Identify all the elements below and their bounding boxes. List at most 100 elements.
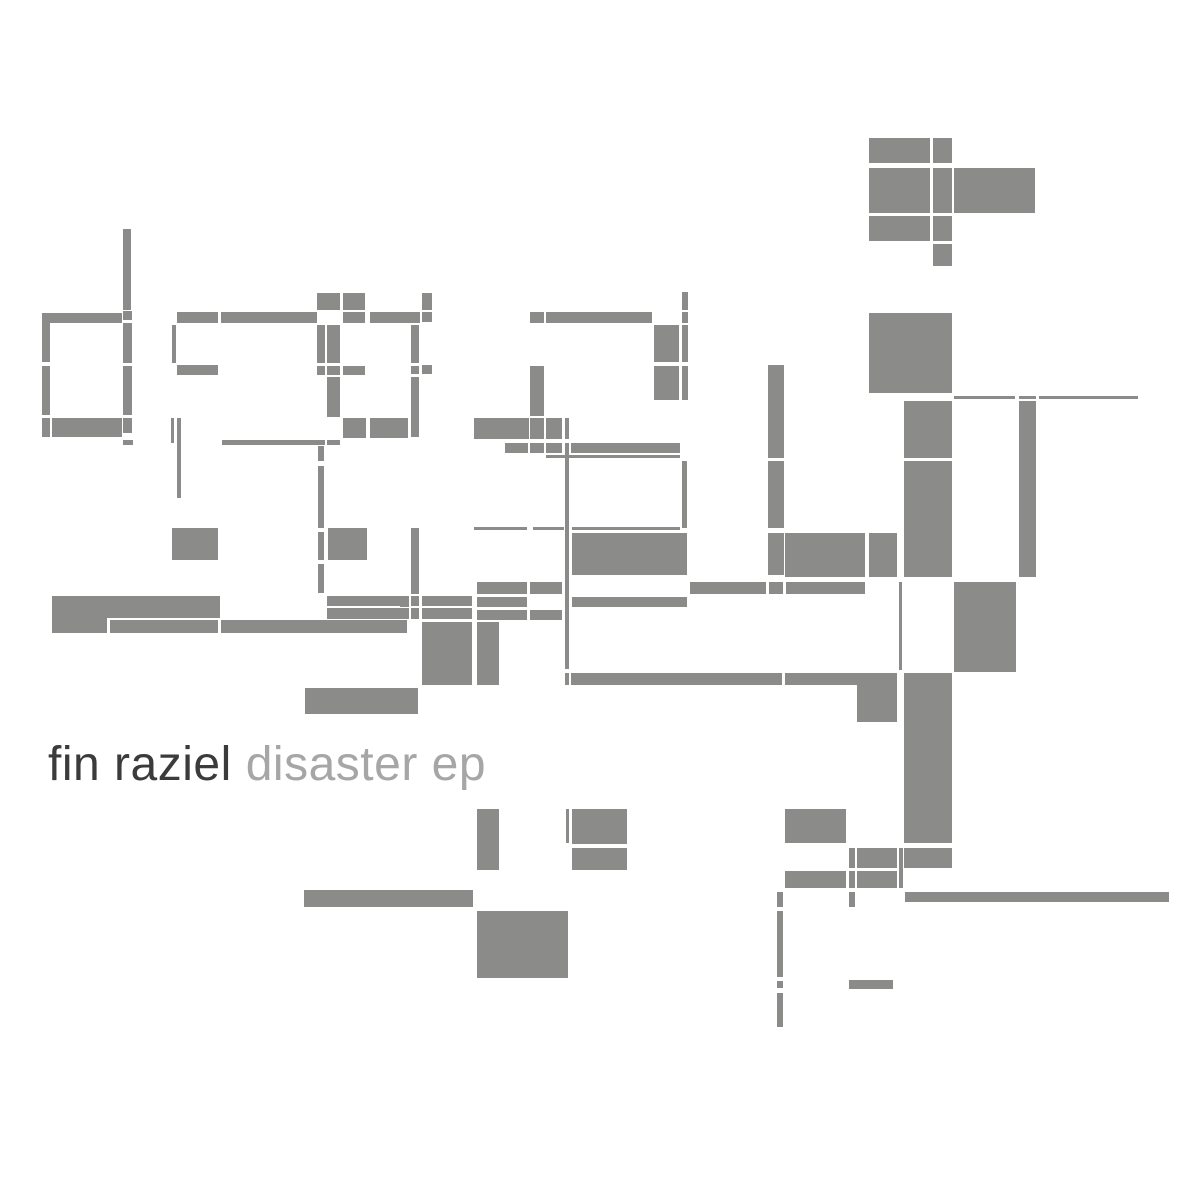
art-rect <box>785 533 865 577</box>
art-rect <box>327 608 409 619</box>
art-rect <box>317 293 340 310</box>
art-rect <box>343 293 365 310</box>
art-rect <box>422 293 432 310</box>
art-rect <box>849 980 893 989</box>
art-rect <box>768 365 784 458</box>
art-rect <box>477 809 499 870</box>
art-rect <box>327 377 340 417</box>
art-rect <box>572 597 687 607</box>
art-rect <box>411 325 419 363</box>
art-rect <box>42 418 50 437</box>
art-rect <box>318 532 324 560</box>
art-rect <box>221 620 407 633</box>
art-rect <box>869 533 897 577</box>
art-rect <box>400 597 409 607</box>
art-rect <box>785 673 897 685</box>
art-rect <box>411 596 419 606</box>
art-rect <box>42 366 50 415</box>
art-rect <box>869 138 930 163</box>
art-rect <box>318 466 324 528</box>
art-rect <box>505 443 528 453</box>
art-rect <box>572 848 627 870</box>
art-rect <box>857 848 897 868</box>
art-rect <box>654 325 679 362</box>
art-rect <box>777 911 783 977</box>
art-rect <box>777 981 783 988</box>
art-rect <box>530 312 544 323</box>
art-rect <box>566 809 569 843</box>
art-rect <box>110 620 218 633</box>
art-rect <box>904 848 952 868</box>
art-rect <box>171 418 174 443</box>
art-rect <box>42 323 50 362</box>
art-rect <box>690 582 766 594</box>
art-rect <box>572 809 627 844</box>
art-rect <box>933 168 952 213</box>
art-rect <box>571 443 680 453</box>
art-rect <box>343 312 365 323</box>
art-rect <box>869 216 930 241</box>
art-rect <box>954 582 1016 672</box>
art-rect <box>904 461 952 577</box>
art-rect <box>474 418 529 439</box>
art-rect <box>682 312 688 323</box>
art-rect <box>52 418 122 437</box>
art-rect <box>869 313 952 393</box>
art-rect <box>1019 396 1036 399</box>
art-rect <box>933 244 952 266</box>
art-rect <box>933 138 952 163</box>
art-rect <box>305 688 418 714</box>
art-rect <box>42 313 122 323</box>
art-rect <box>400 621 407 632</box>
art-rect <box>769 582 783 594</box>
art-rect <box>785 871 846 888</box>
art-rect <box>123 311 132 320</box>
art-rect <box>318 564 324 593</box>
art-rect <box>849 848 855 868</box>
art-rect <box>1039 396 1138 399</box>
art-rect <box>1019 401 1036 577</box>
art-rect <box>849 892 855 907</box>
art-rect <box>572 533 687 575</box>
art-rect <box>422 596 472 606</box>
art-rect <box>317 440 325 445</box>
art-rect <box>411 377 419 437</box>
art-rect <box>682 461 687 528</box>
art-rect <box>785 809 846 843</box>
art-rect <box>411 528 419 594</box>
art-rect <box>869 168 930 213</box>
art-rect <box>530 418 544 439</box>
art-rect <box>123 366 132 415</box>
art-rect <box>682 292 688 310</box>
album-name: disaster ep <box>245 738 487 791</box>
art-rect <box>533 527 564 530</box>
art-rect <box>304 890 473 907</box>
art-rect <box>177 312 218 323</box>
art-rect <box>546 455 680 458</box>
art-rect <box>477 582 527 594</box>
art-rect <box>768 533 784 575</box>
art-rect <box>777 892 783 907</box>
art-rect <box>546 312 652 323</box>
art-rect <box>422 622 472 685</box>
art-rect <box>786 582 865 594</box>
art-rect <box>904 673 952 843</box>
art-rect <box>477 597 527 607</box>
art-rect <box>123 229 131 310</box>
art-rect <box>899 848 903 888</box>
art-rect <box>474 527 527 530</box>
art-rect <box>370 418 408 438</box>
art-rect <box>177 418 181 498</box>
art-rect <box>317 325 325 363</box>
art-rect <box>954 396 1015 399</box>
art-rect <box>565 418 569 439</box>
art-rect <box>411 366 419 374</box>
art-rect <box>682 366 688 400</box>
art-rect <box>477 610 527 620</box>
art-rect <box>768 461 784 528</box>
art-rect <box>52 596 220 618</box>
art-rect <box>172 325 176 363</box>
art-rect <box>857 871 897 888</box>
